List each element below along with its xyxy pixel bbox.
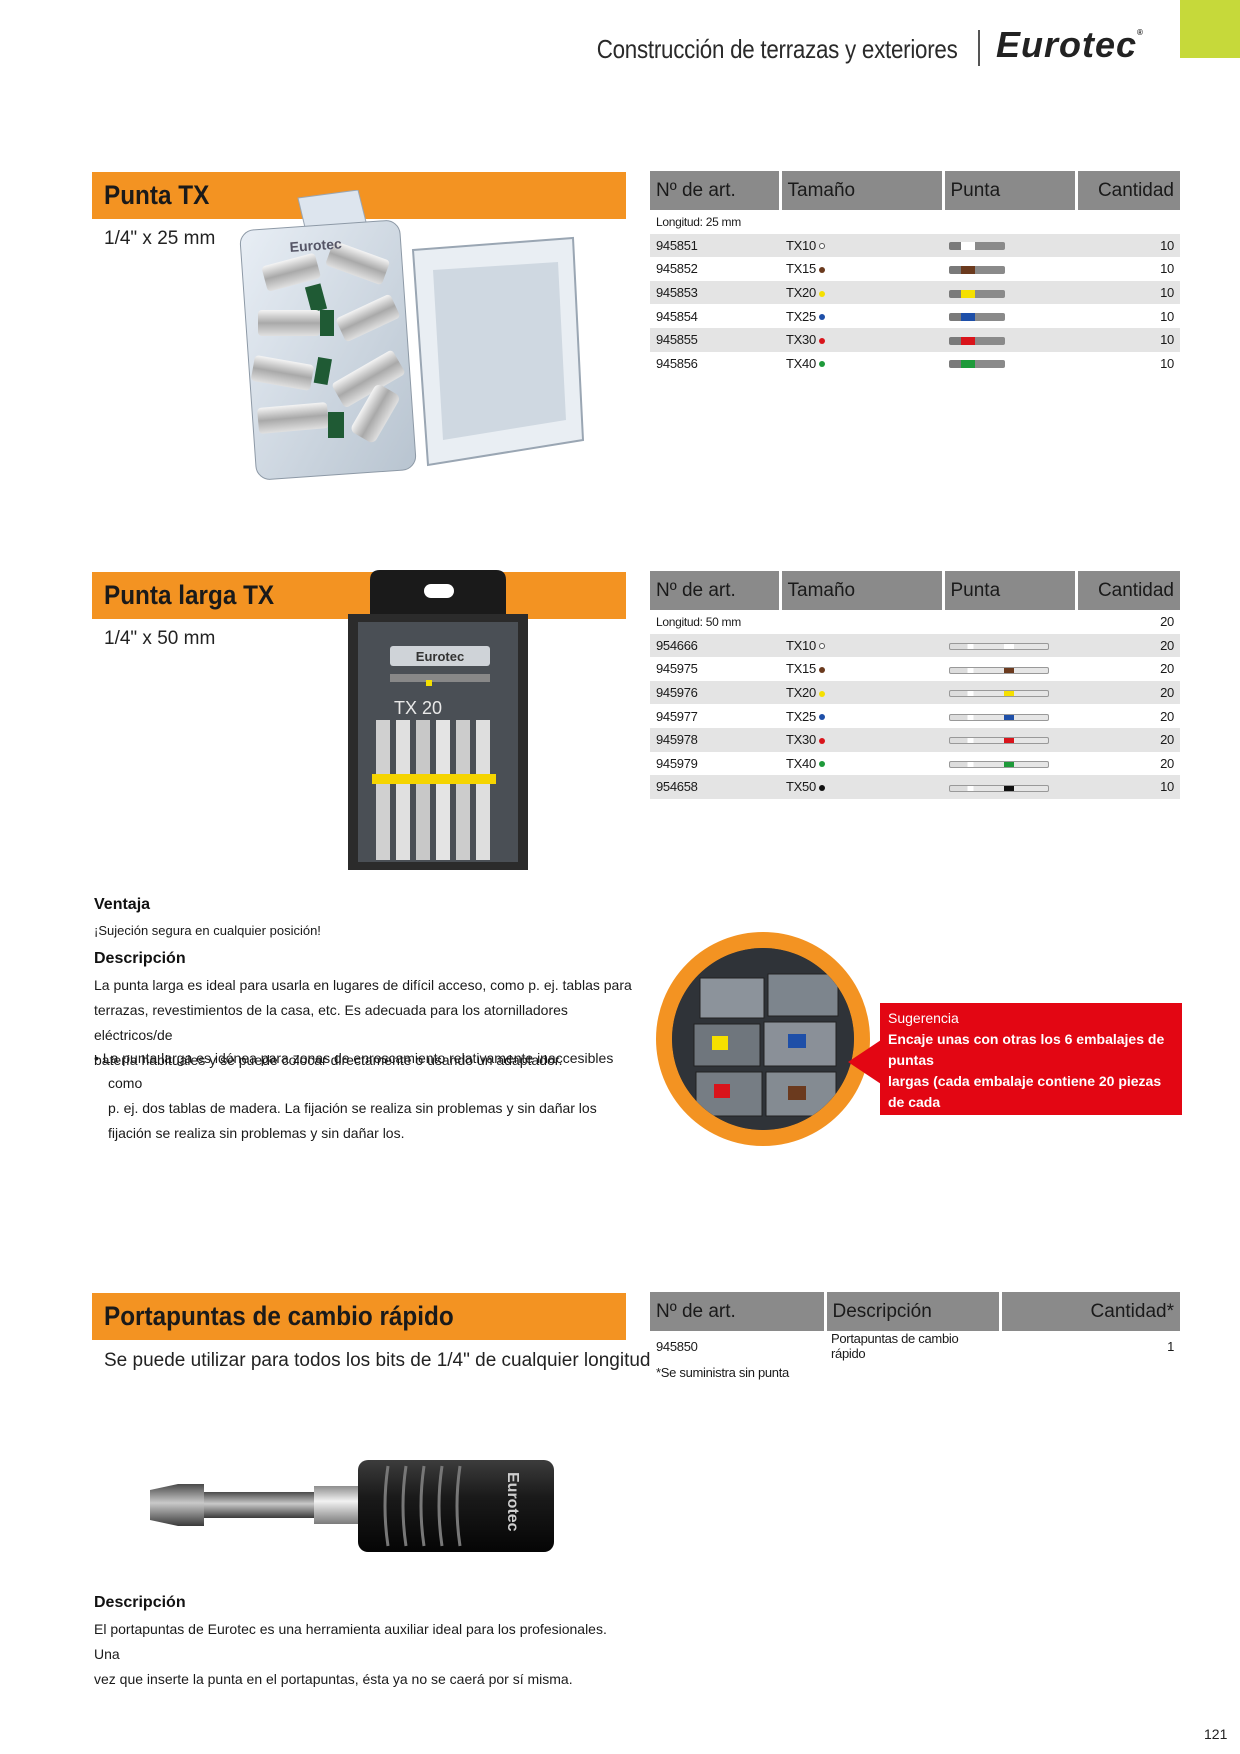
product-photo-bit-holder: Eurotec — [150, 1460, 554, 1552]
bit-long-icon — [949, 784, 1049, 792]
section-subtitle: Se puede utilizar para todos los bits de… — [104, 1350, 651, 1371]
col-header-art: Nº de art. — [650, 571, 782, 610]
section-title-punta-larga-tx: Punta larga TX — [92, 572, 626, 619]
bit-short-icon — [949, 360, 1005, 369]
col-header-qty: Cantidad* — [1000, 1292, 1180, 1331]
color-dot-icon — [818, 761, 825, 768]
color-dot-icon — [818, 314, 825, 321]
product-photo-long-bit-box: Eurotec TX 20 — [348, 570, 528, 870]
header-title: Construcción de terrazas y exteriores — [597, 34, 958, 64]
section-subtitle: 1/4" x 50 mm — [104, 628, 216, 649]
color-dot-icon — [818, 785, 825, 792]
table-row: 945852 TX15 10 — [656, 261, 1174, 277]
table-row: 945851 TX10 10 — [650, 233, 1180, 258]
svg-text:TX 20: TX 20 — [394, 698, 442, 718]
table-portapuntas: Nº de art. Descripción Cantidad* 945850 … — [650, 1292, 1180, 1385]
table-row: 954658 TX50 10 — [650, 775, 1180, 799]
stacked-boxes-photo — [672, 948, 854, 1130]
tip-photo-circle — [656, 932, 870, 1146]
section-subtitle: 1/4" x 25 mm — [104, 228, 216, 249]
table-row: 954666 TX10 20 — [650, 633, 1180, 658]
col-header-art: Nº de art. — [650, 171, 782, 210]
col-header-qty: Cantidad — [1076, 571, 1180, 610]
header-separator — [978, 30, 980, 66]
bit-short-icon — [949, 313, 1005, 322]
bit-long-icon — [949, 666, 1049, 674]
bit-short-icon — [949, 336, 1005, 345]
svg-text:Eurotec: Eurotec — [416, 649, 464, 664]
description-paragraph: La punta larga es ideal para usarla en l… — [94, 977, 632, 1068]
table-row: 945977 TX25 20 — [656, 708, 1174, 724]
table-row: 945855 TX30 10 — [650, 327, 1180, 352]
bit-short-icon — [949, 242, 1005, 251]
color-dot-icon — [818, 361, 825, 368]
long-bits-row — [372, 720, 496, 860]
description-paragraph: El portapuntas de Eurotec es una herrami… — [94, 1621, 607, 1687]
bit-long-icon — [949, 760, 1049, 768]
table-row-length: Longitud: 50 mm 20 — [656, 614, 1174, 630]
color-dot-icon — [818, 290, 825, 297]
description-heading: Descripción — [94, 950, 186, 967]
description-bullet: • La punta larga es idónea para zonas de… — [94, 1050, 614, 1141]
table-row-length: Longitud: 25 mm — [656, 214, 741, 229]
table-punta-tx: Nº de art. Tamaño Punta Cantidad Longitu… — [650, 171, 1180, 375]
table-row: 945975 TX15 20 — [656, 661, 1174, 677]
tip-callout: Sugerencia Encaje unas con otras los 6 e… — [880, 1003, 1182, 1173]
col-header-size: Tamaño — [780, 171, 945, 210]
color-dot-icon — [818, 714, 825, 721]
bit-long-icon — [949, 737, 1049, 745]
col-header-size: Tamaño — [780, 571, 945, 610]
col-header-qty: Cantidad — [1076, 171, 1180, 210]
corner-tab — [1180, 0, 1240, 58]
bit-long-icon — [949, 690, 1049, 698]
svg-text:Eurotec: Eurotec — [504, 1472, 521, 1532]
table-row: 945856 TX40 10 — [656, 355, 1174, 371]
table-footnote-row: *Se suministra sin punta — [656, 1365, 789, 1381]
svg-text:Eurotec: Eurotec — [289, 235, 342, 255]
bit-long-icon — [949, 642, 1049, 650]
page-number: 121 — [1204, 1726, 1228, 1742]
col-header-tip: Punta — [943, 571, 1078, 610]
color-dot-icon — [818, 667, 825, 674]
bit-short-icon — [949, 289, 1005, 298]
color-dot-icon — [818, 267, 825, 274]
table-row: 945850 Portapuntas de cambio rápido 1 — [656, 1331, 1174, 1361]
product-photo-bit-box: Eurotec — [239, 190, 585, 480]
table-row: 945979 TX40 20 — [656, 755, 1174, 771]
col-header-description: Descripción — [825, 1292, 1002, 1331]
tip-arrow — [848, 1040, 881, 1084]
color-dot-icon — [818, 737, 825, 744]
advantage-heading: Ventaja — [94, 896, 151, 913]
bit-long-icon — [949, 713, 1049, 721]
color-dot-icon — [818, 337, 825, 344]
bit-cluster — [251, 241, 405, 443]
color-dot-icon — [818, 643, 825, 650]
table-punta-larga-tx: Nº de art. Tamaño Punta Cantidad Longitu… — [650, 571, 1180, 799]
bit-short-icon — [949, 266, 1005, 275]
table-row: 945853 TX20 10 — [650, 280, 1180, 305]
description-heading: Descripción — [94, 1594, 186, 1611]
table-row: 945854 TX25 10 — [656, 308, 1174, 324]
color-dot-icon — [818, 243, 825, 250]
color-dot-icon — [818, 690, 825, 697]
col-header-tip: Punta — [943, 171, 1078, 210]
table-row: 945978 TX30 20 — [650, 727, 1180, 752]
brand-logo: Eurotec® — [996, 24, 1144, 65]
col-header-art: Nº de art. — [650, 1292, 827, 1331]
advantage-text: ¡Sujeción segura en cualquier posición! — [94, 923, 321, 938]
table-row: 945976 TX20 20 — [650, 680, 1180, 705]
section-title-portapuntas: Portapuntas de cambio rápido — [92, 1293, 626, 1340]
